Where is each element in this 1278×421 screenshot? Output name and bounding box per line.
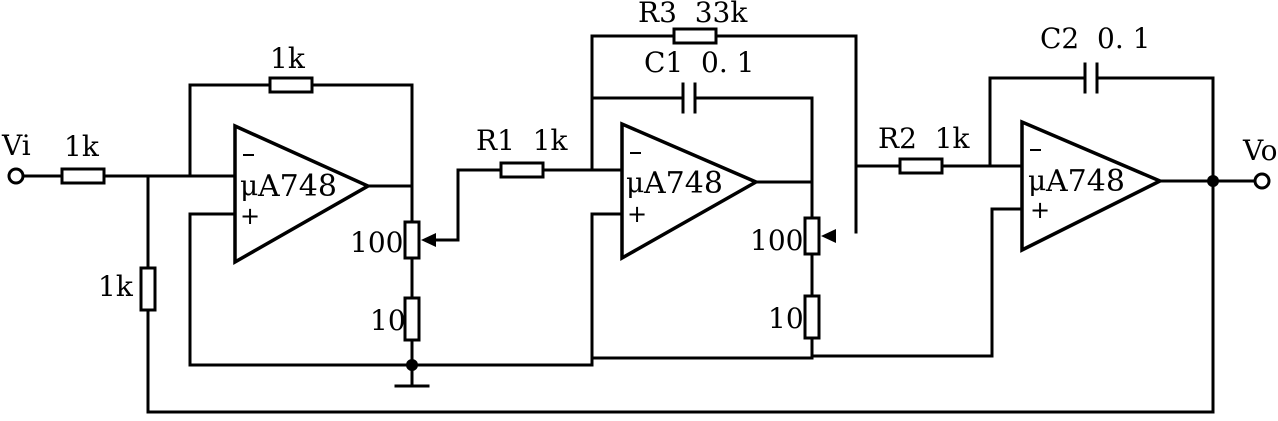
- capacitor-c2: [1083, 62, 1099, 94]
- resistor-shunt: [139, 266, 157, 312]
- wire-global-feedback: [146, 179, 1215, 414]
- opamp-1: μ A748 +: [233, 123, 372, 266]
- capacitor-c1: [681, 82, 697, 114]
- resistor-r2: [898, 157, 944, 175]
- label-r2: R2 1k: [878, 122, 971, 155]
- label-output: Vo: [1242, 134, 1278, 167]
- capacitors: [681, 62, 1099, 114]
- label-pot-1: 100: [350, 226, 403, 259]
- opamp-1-part: A748: [257, 169, 337, 204]
- label-input-resistor: 1k: [64, 130, 100, 163]
- label-c2: C2 0. 1: [1040, 22, 1150, 55]
- label-shunt-resistor: 1k: [98, 270, 134, 303]
- opamp-2-part: A748: [643, 166, 723, 201]
- label-pot-2: 100: [750, 224, 803, 257]
- opamp-3-part: A748: [1045, 164, 1125, 199]
- wire-input: [21, 174, 192, 414]
- resistor-r1: [499, 161, 545, 179]
- opamp-3: μ A748 +: [1020, 119, 1165, 253]
- wire-c1-loop: [590, 96, 814, 220]
- wire-op2-plus: [590, 212, 624, 367]
- wire-ground-bus: [188, 354, 994, 387]
- label-res-10-1: 10: [370, 304, 406, 337]
- labels: Vi Vo 1k 1k 1k R1 1k R2 1k R3 33k C1 0. …: [1, 0, 1278, 337]
- wire-c2-loop: [988, 76, 1215, 183]
- resistors: [60, 27, 944, 342]
- input-terminal: [7, 167, 25, 185]
- wire-pot1-wiper: [431, 168, 500, 242]
- opamp-2-plus: +: [627, 200, 647, 228]
- wires: [21, 34, 1260, 414]
- opamp-2-mu: μ: [626, 166, 644, 199]
- label-r3: R3 33k: [638, 0, 748, 29]
- resistor-r3: [672, 27, 718, 45]
- potentiometer-1: [403, 220, 421, 260]
- potentiometer-2: [803, 216, 821, 256]
- opamp-2: μ A748 +: [620, 121, 760, 262]
- resistor-input: [60, 167, 106, 185]
- opamp-1-mu: μ: [240, 169, 258, 202]
- wire-op3-plus: [990, 207, 1024, 358]
- wire-feedback-1: [188, 83, 414, 190]
- arrow-icon: [421, 233, 436, 247]
- output-terminal: [1253, 172, 1271, 190]
- resistor-feedback-1: [268, 76, 314, 94]
- resistor-10-2: [803, 294, 821, 340]
- opamp-1-plus: +: [240, 202, 260, 230]
- wire-op1-out: [366, 184, 414, 224]
- wire-op1-plus: [188, 212, 237, 367]
- resistor-10-1: [403, 296, 421, 342]
- opamp-3-mu: μ: [1028, 164, 1046, 197]
- arrow-icon: [821, 229, 836, 243]
- label-c1: C1 0. 1: [644, 46, 754, 79]
- label-feedback-resistor-1: 1k: [270, 42, 306, 75]
- junction-dot: [406, 359, 418, 371]
- junction-dot: [1207, 175, 1219, 187]
- opamp-3-plus: +: [1030, 196, 1050, 224]
- label-input: Vi: [1, 129, 31, 162]
- label-res-10-2: 10: [768, 302, 804, 335]
- label-r1: R1 1k: [476, 124, 569, 157]
- wiper-arrows: [421, 229, 836, 247]
- wire-pot2-wiper: [854, 164, 992, 234]
